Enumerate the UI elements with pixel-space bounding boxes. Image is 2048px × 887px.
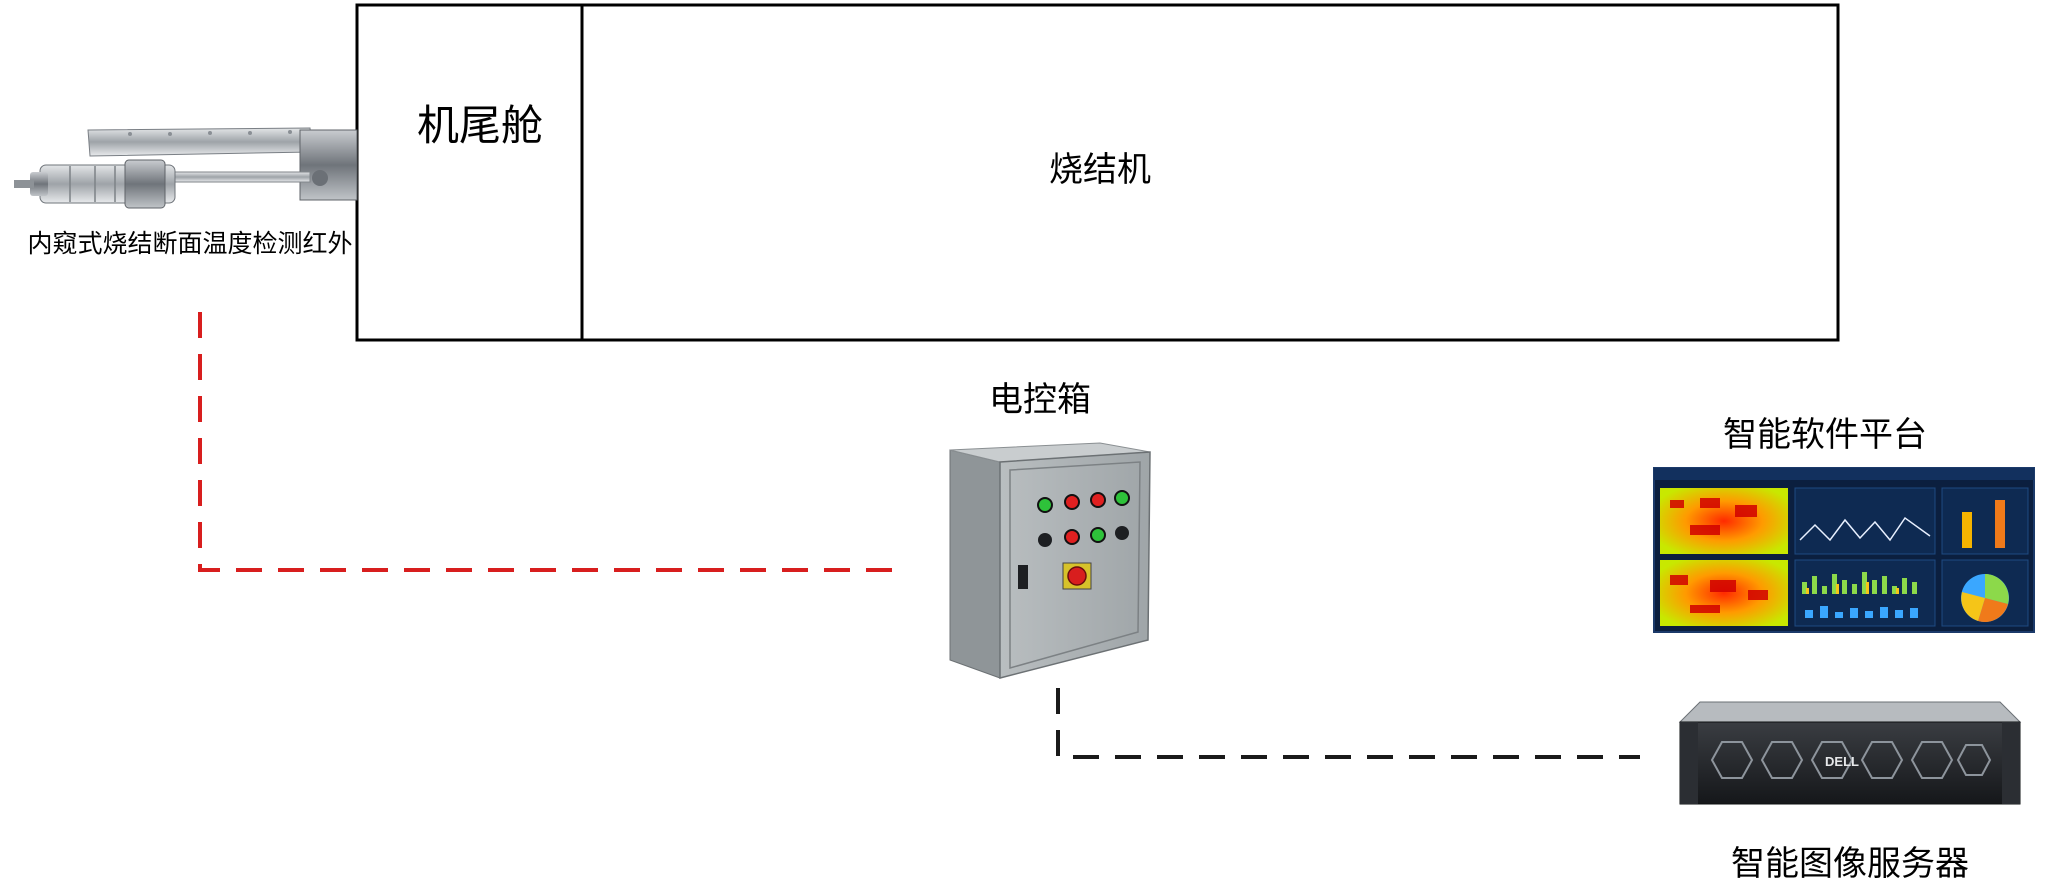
- infrared-camera-icon: [14, 127, 358, 209]
- cabinet-server-link: [1056, 688, 1640, 759]
- server-brand-text: DELL: [1825, 754, 1859, 769]
- dashboard-screen-icon: [1653, 467, 2035, 633]
- sinter-machine-label: 烧结机: [1049, 150, 1151, 190]
- rack-server-icon: DELL: [1678, 701, 2022, 805]
- control-cabinet-icon: [949, 442, 1151, 679]
- camera-label: 内窥式烧结断面温度检测红外: [27, 229, 353, 258]
- sinter-machine-frame: [355, 3, 1840, 342]
- control-cabinet-label: 电控箱: [989, 380, 1091, 420]
- software-platform-label: 智能软件平台: [1723, 415, 1927, 455]
- camera-cabinet-link: [198, 312, 900, 572]
- image-server-label: 智能图像服务器: [1731, 844, 1969, 884]
- sinter-machine: [355, 3, 1840, 342]
- tail-cabin-label: 机尾舱: [416, 101, 543, 150]
